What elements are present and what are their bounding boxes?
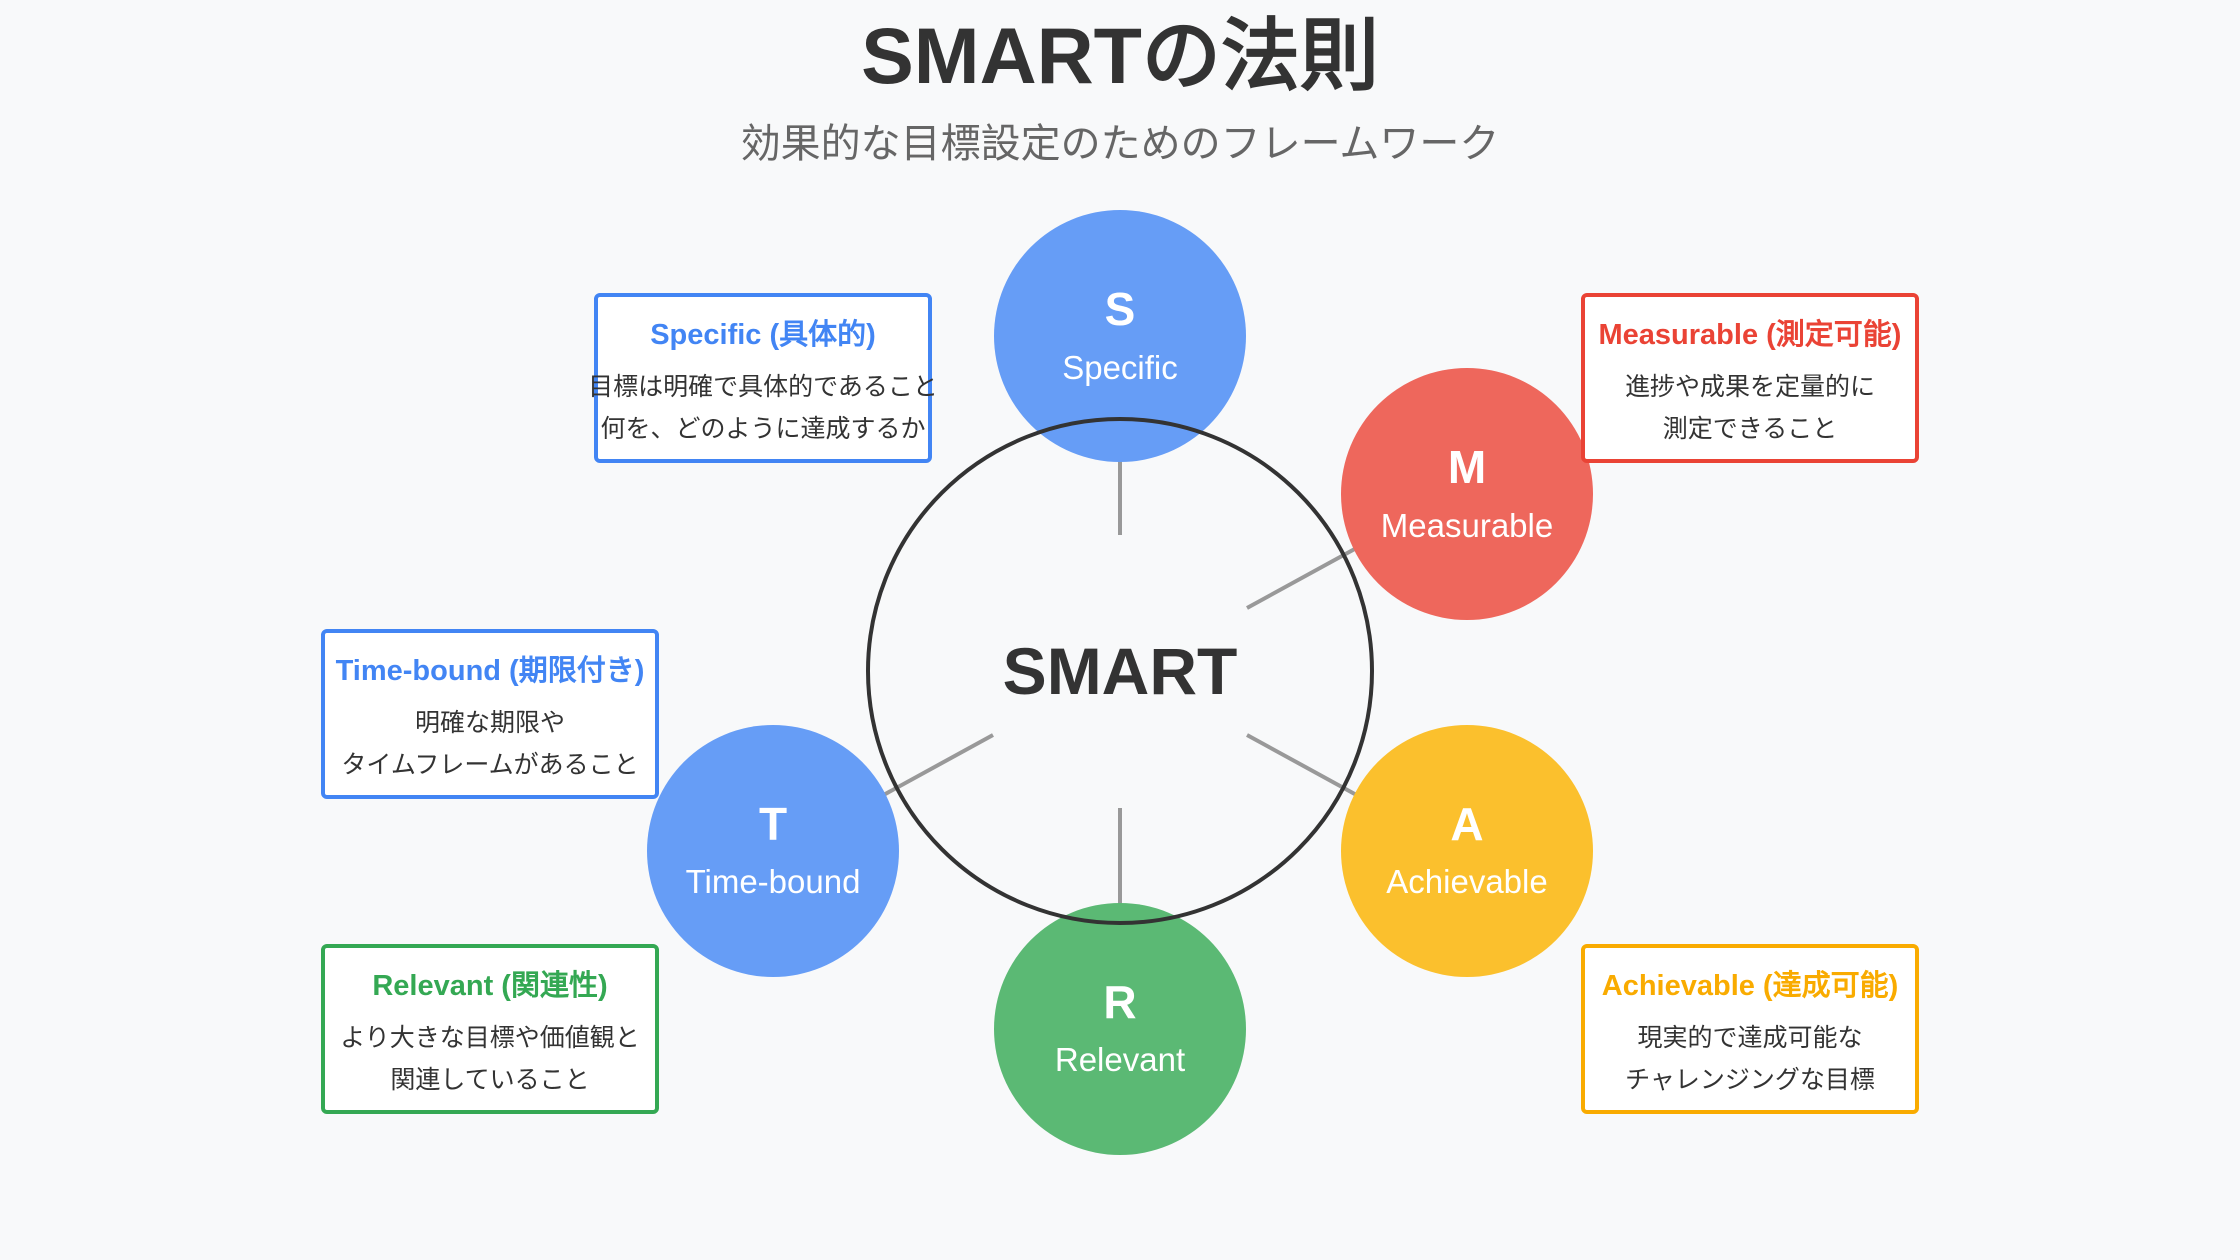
circle-r — [994, 903, 1246, 1155]
box-line-relevant-2: 関連していること — [390, 1066, 590, 1094]
description-box-relevant: Relevant (関連性) より大きな目標や価値観と 関連していること — [321, 944, 659, 1114]
circle-name-a: Achievable — [1386, 863, 1547, 900]
description-box-specific: Specific (具体的) 目標は明確で具体的であること 何を、どのように達成… — [588, 293, 938, 463]
circle-s — [994, 210, 1246, 462]
box-line-achievable-1: 現実的で達成可能な — [1637, 1024, 1863, 1052]
description-box-achievable: Achievable (達成可能) 現実的で達成可能な チャレンジングな目標 — [1581, 944, 1919, 1114]
box-title-specific: Specific (具体的) — [650, 319, 876, 351]
box-title-relevant: Relevant (関連性) — [372, 970, 608, 1002]
page-title: SMARTの法則 — [861, 11, 1379, 100]
circle-m — [1341, 368, 1593, 620]
box-title-time-bound: Time-bound (期限付き) — [335, 655, 645, 687]
circle-letter-a: A — [1450, 798, 1483, 850]
circle-name-m: Measurable — [1381, 507, 1553, 544]
circle-a — [1341, 725, 1593, 977]
description-box-measurable: Measurable (測定可能) 進捗や成果を定量的に 測定できること — [1581, 293, 1919, 463]
box-line-achievable-2: チャレンジングな目標 — [1625, 1066, 1875, 1094]
box-line-specific-1: 目標は明確で具体的であること — [588, 373, 938, 401]
description-box-time-bound: Time-bound (期限付き) 明確な期限や タイムフレームがあること — [321, 629, 659, 799]
circle-t — [647, 725, 899, 977]
box-line-measurable-1: 進捗や成果を定量的に — [1624, 373, 1875, 401]
circle-name-r: Relevant — [1055, 1041, 1185, 1078]
center-circle — [866, 417, 1374, 925]
box-line-measurable-2: 測定できること — [1662, 415, 1838, 443]
box-title-measurable: Measurable (測定可能) — [1598, 319, 1902, 351]
box-line-specific-2: 何を、どのように達成するか — [600, 415, 926, 443]
box-line-time-bound-2: タイムフレームがあること — [341, 751, 639, 779]
center-label: SMART — [1003, 634, 1238, 708]
box-title-achievable: Achievable (達成可能) — [1601, 970, 1899, 1002]
page-subtitle: 効果的な目標設定のためのフレームワーク — [740, 122, 1500, 166]
circle-letter-m: M — [1448, 441, 1486, 493]
circle-letter-s: S — [1105, 283, 1136, 335]
circle-name-t: Time-bound — [686, 863, 861, 900]
box-line-time-bound-1: 明確な期限や — [414, 709, 565, 737]
circle-letter-r: R — [1103, 976, 1136, 1028]
box-line-relevant-1: より大きな目標や価値観と — [340, 1024, 640, 1052]
circle-letter-t: T — [759, 798, 787, 850]
circle-name-s: Specific — [1062, 349, 1178, 386]
